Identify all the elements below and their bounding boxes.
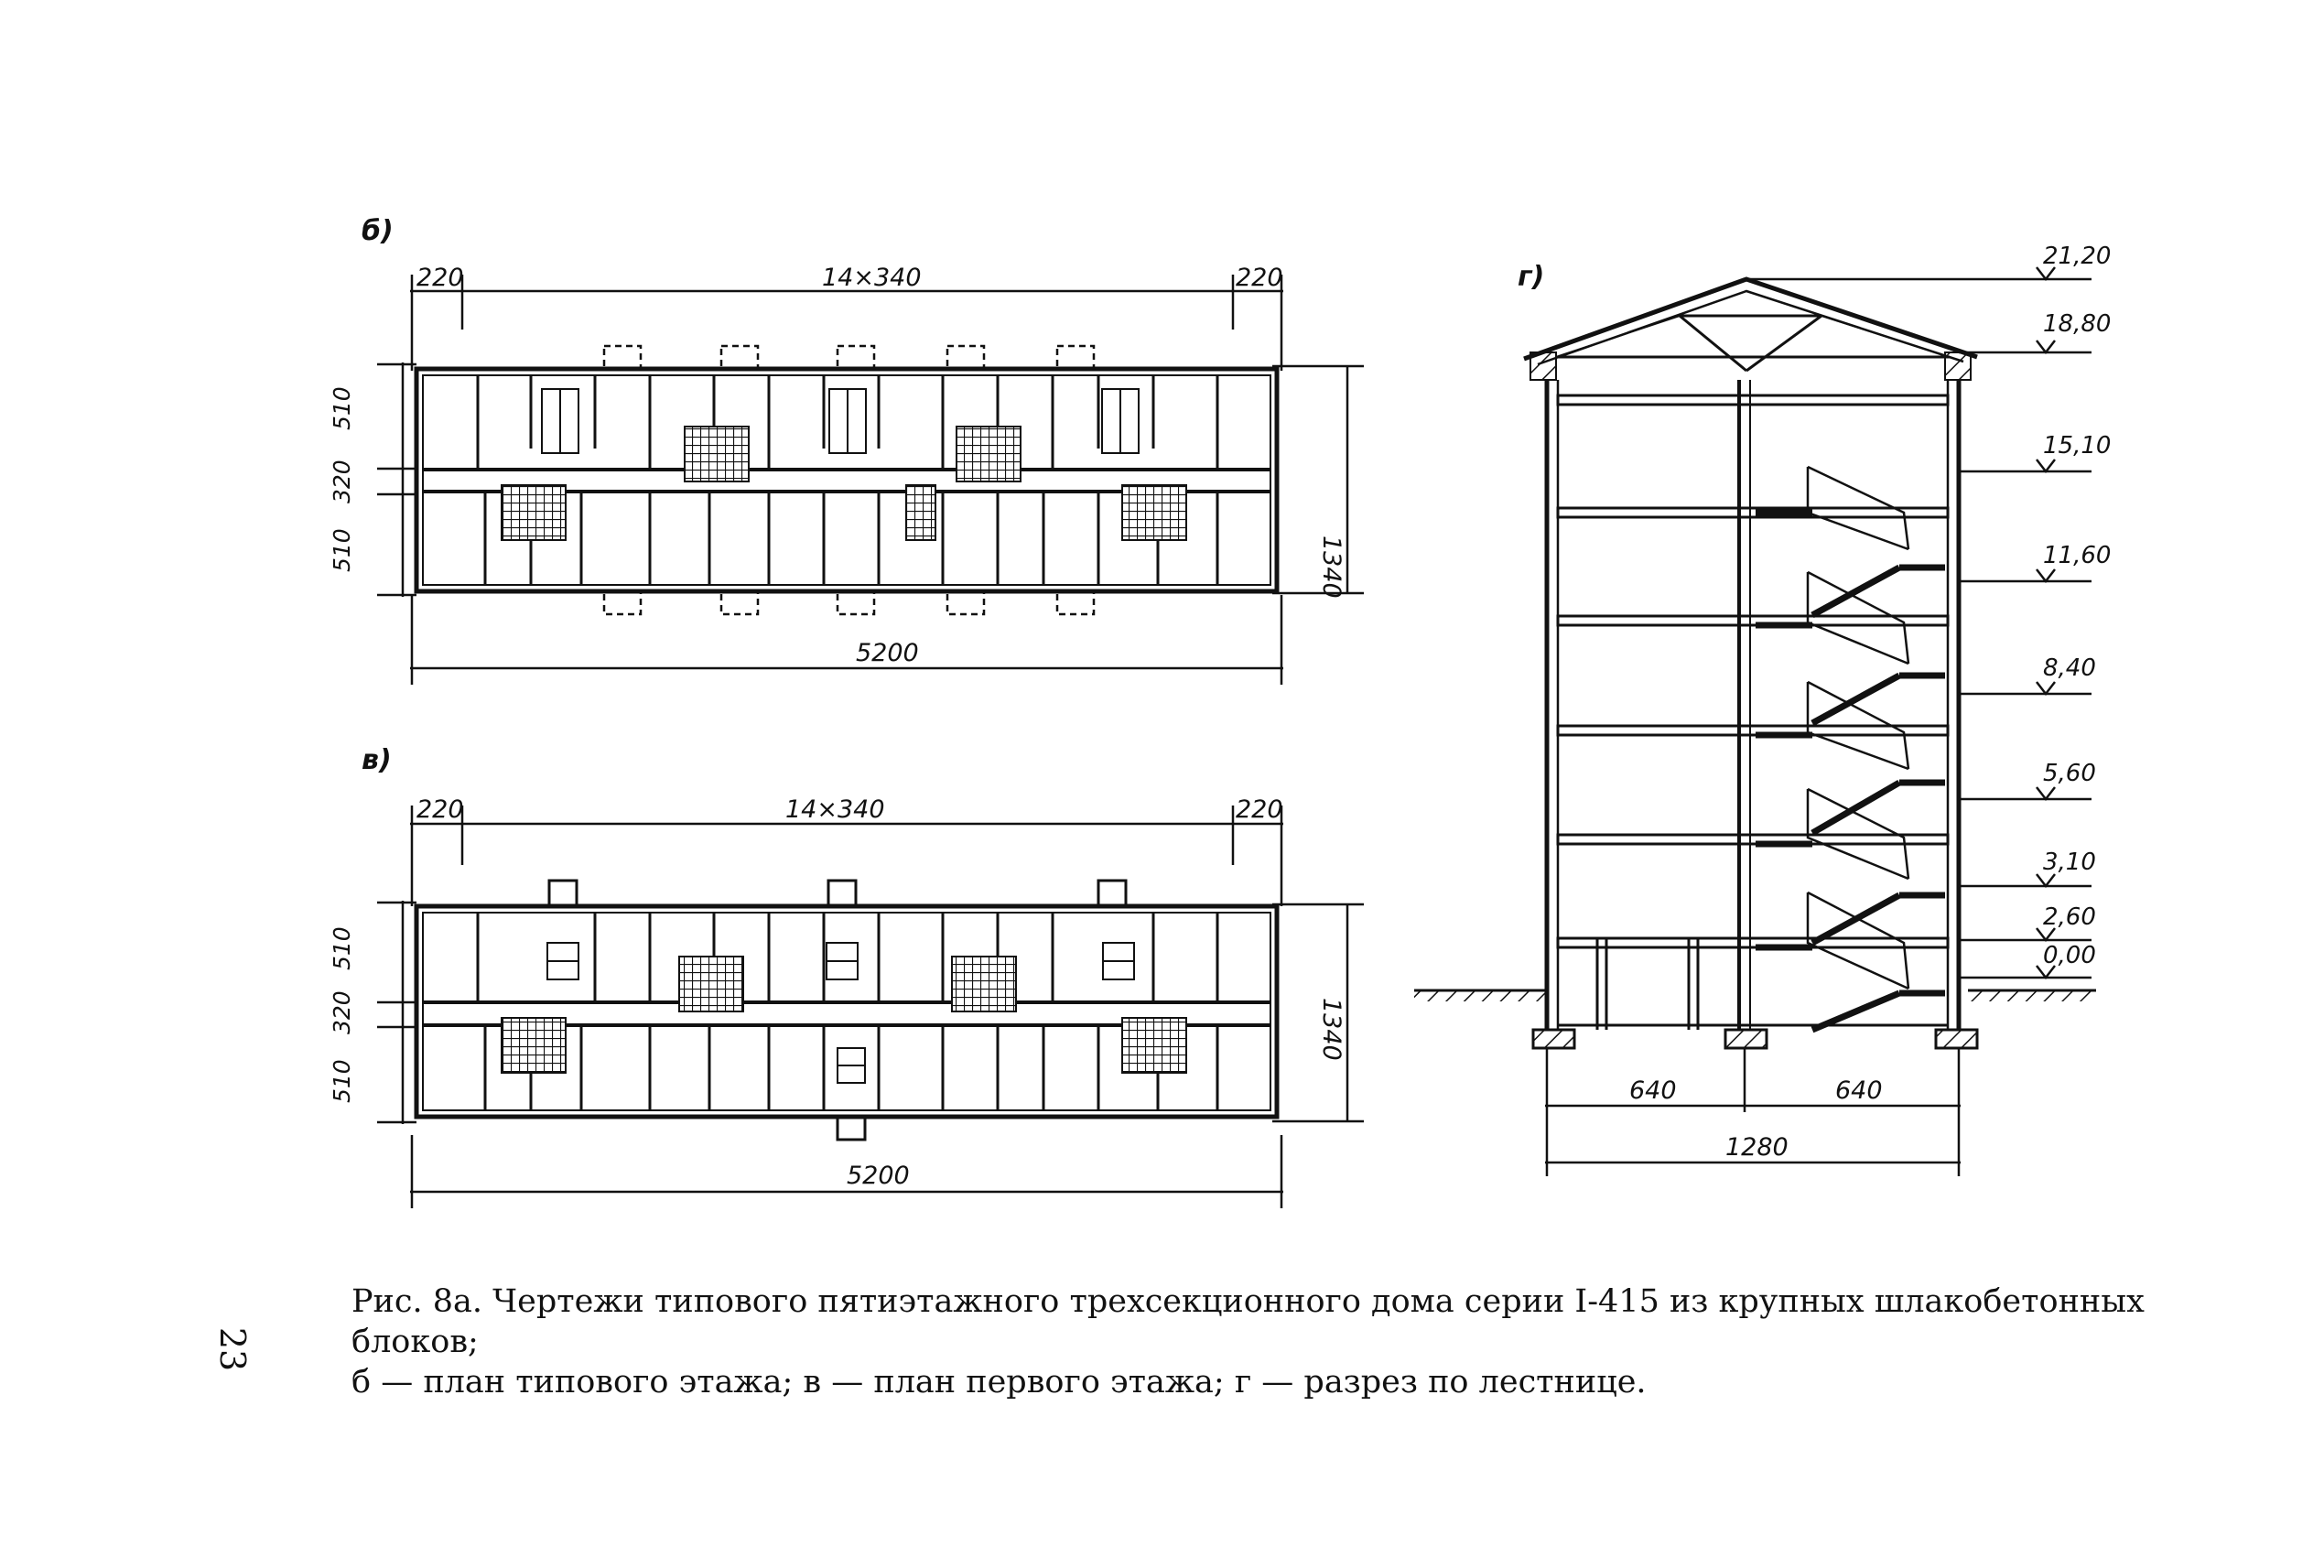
plan-b-dim-total: 5200 — [856, 639, 919, 667]
figure-caption: Рис. 8а. Чертежи типового пятиэтажного т… — [351, 1281, 2146, 1402]
typical-floor-plan: б) 220 14×340 220 5200 1340 510 320 510 — [329, 215, 1364, 685]
section-level-labels: 21,20 18,80 15,10 11,60 8,40 5,60 3,10 2… — [2043, 243, 2111, 969]
section-level-marks — [1748, 266, 2092, 980]
plan-b-dim-bay-top: 510 — [329, 386, 355, 430]
section-dimension-lines — [1545, 1048, 1961, 1176]
plan-b-dim-right: 220 — [1236, 264, 1283, 292]
section-stair-flights — [1756, 465, 1945, 1033]
level-label-1: 21,20 — [2043, 243, 2111, 270]
plan-v-dim-right: 220 — [1236, 795, 1283, 824]
plan-v-dim-left: 220 — [416, 795, 464, 824]
plan-v-stairs — [546, 942, 1135, 1084]
level-label-3: 15,10 — [2043, 432, 2111, 460]
ground-floor-plan: в) 220 14×340 220 5200 1340 510 320 510 — [329, 744, 1364, 1208]
level-label-4: 11,60 — [2043, 542, 2111, 569]
plan-v-dim-bay-top: 510 — [329, 926, 355, 970]
page-number: 23 — [212, 1326, 254, 1372]
section-dim-right: 640 — [1835, 1076, 1883, 1105]
plan-v-walls — [414, 879, 1280, 1141]
caption-line-2: б — план типового этажа; в — план первог… — [351, 1364, 1647, 1400]
plan-b-stairs — [541, 388, 1140, 454]
plan-b-dim-bay-bottom: 510 — [329, 528, 355, 572]
plan-b-label: б) — [362, 215, 394, 247]
section-floor-slabs — [1556, 394, 1950, 1027]
plan-b-dimension-lines — [377, 275, 1364, 685]
plan-v-dim-corridor: 320 — [329, 990, 355, 1034]
section-dim-left: 640 — [1629, 1076, 1677, 1105]
level-label-6: 5,60 — [2043, 760, 2096, 787]
plan-v-dimension-lines — [377, 806, 1364, 1208]
plan-b-sanitary-blocks — [501, 426, 1187, 541]
level-label-8: 2,60 — [2043, 903, 2096, 931]
plan-b-dim-corridor: 320 — [329, 460, 355, 503]
plan-b-dim-left: 220 — [416, 264, 464, 292]
section-walls — [1531, 380, 1979, 1050]
plan-v-dim-total: 5200 — [847, 1162, 910, 1190]
plan-b-balconies — [602, 344, 1096, 616]
level-label-7: 3,10 — [2043, 849, 2096, 876]
level-label-5: 8,40 — [2043, 654, 2096, 682]
section-roof — [1523, 276, 1978, 381]
section-dim-total: 1280 — [1725, 1133, 1789, 1162]
plan-b-dim-middle: 14×340 — [822, 264, 922, 292]
stair-section: г) — [1414, 243, 2111, 1176]
section-ground — [1414, 989, 2096, 1001]
caption-line-1: Рис. 8а. Чертежи типового пятиэтажного т… — [351, 1283, 2145, 1360]
level-label-9: 0,00 — [2043, 942, 2096, 969]
plan-v-dim-height: 1340 — [1317, 998, 1346, 1061]
plan-v-dim-middle: 14×340 — [785, 795, 885, 824]
plan-v-sanitary-blocks — [501, 956, 1187, 1074]
plan-b-dim-height: 1340 — [1317, 535, 1346, 599]
section-label: г) — [1518, 261, 1544, 293]
plan-v-dim-bay-bottom: 510 — [329, 1059, 355, 1103]
plan-v-label: в) — [362, 744, 392, 776]
level-label-2: 18,80 — [2043, 310, 2111, 338]
